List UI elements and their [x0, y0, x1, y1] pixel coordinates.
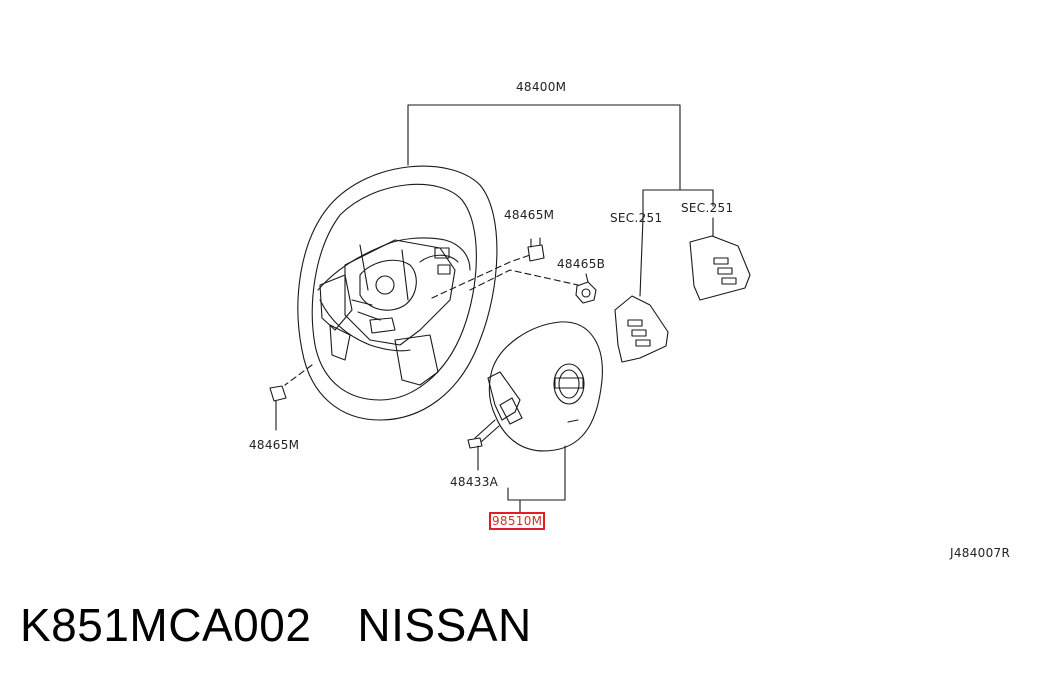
steering-switch-right — [689, 217, 751, 301]
steering-wheel — [297, 165, 498, 421]
diagram-code: J484007R — [950, 546, 1011, 560]
callout-48433a: 48433A — [450, 475, 499, 489]
nut — [575, 273, 597, 304]
clip-lower — [269, 385, 287, 431]
leader-98510m — [507, 487, 566, 513]
dashed-connectors — [284, 254, 579, 386]
callout-48465m-upper: 48465M — [504, 208, 555, 222]
part-number: K851MCA002 — [20, 599, 312, 651]
callout-48465b: 48465B — [557, 257, 606, 271]
airbag-module — [487, 321, 603, 501]
callout-sec251-right: SEC.251 — [681, 201, 734, 215]
footer-caption: K851MCA002 NISSAN — [20, 598, 532, 652]
steering-wheel-diagram — [269, 104, 751, 513]
callout-98510m-highlighted[interactable]: 98510M — [488, 512, 546, 530]
callout-sec251-left: SEC.251 — [610, 211, 663, 225]
steering-switch-left — [614, 217, 669, 363]
clip-upper — [527, 237, 545, 262]
bolt — [467, 419, 500, 471]
leader-48400m — [407, 104, 714, 219]
callout-48465m-lower: 48465M — [249, 438, 300, 452]
brand-name: NISSAN — [357, 599, 532, 651]
callout-48400m: 48400M — [516, 80, 567, 94]
